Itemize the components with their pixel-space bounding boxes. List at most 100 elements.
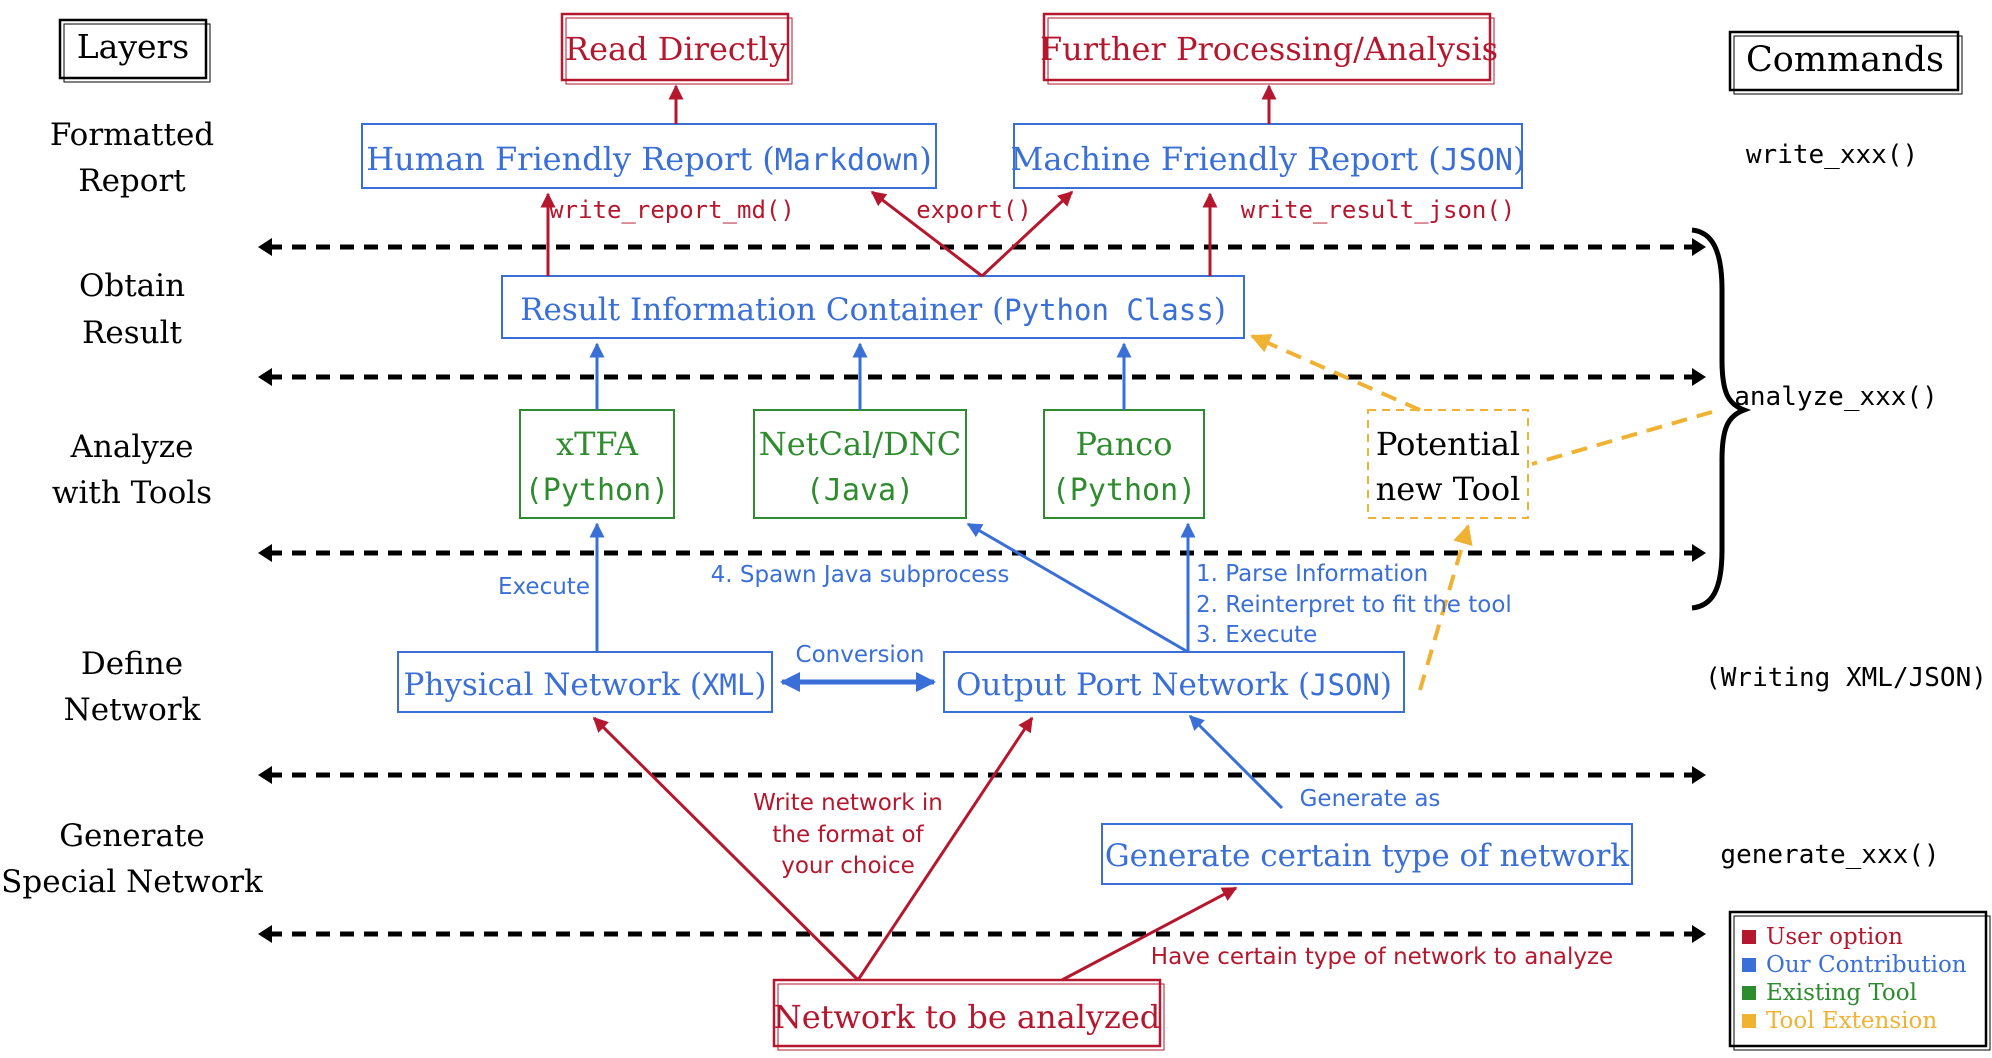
physical-network-format: XML	[702, 668, 754, 702]
further-processing-box: Further Processing/Analysis	[1040, 12, 1498, 85]
panco-lang: (Python)	[1052, 473, 1197, 508]
output-port-network-close: )	[1380, 667, 1392, 703]
machine-report-close: )	[1513, 140, 1525, 178]
physical-network-close: )	[754, 667, 766, 703]
arrow-export-human	[870, 190, 983, 278]
layer-obtain-line2: Result	[82, 315, 182, 351]
layer-analyze-line2: with Tools	[52, 475, 212, 511]
read-directly-box: Read Directly	[560, 12, 793, 85]
output-port-network-label: Output Port Network (	[956, 667, 1310, 703]
read-directly-label: Read Directly	[565, 30, 787, 68]
label-write-report-md: write_report_md()	[549, 196, 795, 224]
output-port-network-format: JSON	[1310, 668, 1380, 702]
label-write-network-2: the format of	[772, 822, 924, 848]
xtfa-lang: (Python)	[525, 473, 670, 508]
physical-network-label: Physical Network (	[404, 667, 702, 703]
network-to-analyze-label: Network to be analyzed	[774, 998, 1161, 1036]
command-analyze: analyze_xxx()	[1734, 382, 1938, 412]
human-report-box: Human Friendly Report (Markdown)	[361, 123, 937, 189]
machine-report-label: Machine Friendly Report (	[1011, 140, 1441, 178]
result-container-box: Result Information Container (Python Cla…	[501, 275, 1245, 339]
layer-define-line1: Define	[81, 646, 183, 682]
label-have-certain: Have certain type of network to analyze	[1151, 944, 1613, 970]
further-processing-label: Further Processing/Analysis	[1040, 30, 1498, 68]
command-writing: (Writing XML/JSON)	[1705, 663, 1987, 693]
svg-text:Machine Friendly Report (JSON): Machine Friendly Report (JSON)	[1011, 140, 1526, 178]
layer-analyze-line1: Analyze	[70, 429, 194, 465]
potential-tool-box: Potential new Tool	[1367, 409, 1529, 519]
result-container-label: Result Information Container (	[520, 292, 1004, 328]
command-generate: generate_xxx()	[1720, 840, 1939, 870]
netcal-lang: (Java)	[806, 473, 914, 508]
label-write-network-1: Write network in	[753, 790, 943, 816]
svg-text:Result Information Container (: Result Information Container (Python Cla…	[520, 292, 1226, 328]
xtfa-box: xTFA (Python)	[519, 409, 675, 519]
separator-endcaps	[258, 238, 1706, 943]
xtfa-name: xTFA	[556, 425, 639, 463]
label-execute-step: 3. Execute	[1196, 622, 1317, 648]
output-port-network-box: Output Port Network (JSON)	[943, 651, 1405, 713]
arrow-write-output-port	[856, 716, 1034, 981]
label-execute: Execute	[498, 574, 590, 600]
commands-header: Commands	[1728, 30, 1963, 95]
label-write-network-3: your choice	[781, 853, 915, 879]
red-arrows	[540, 84, 1277, 982]
machine-report-format: JSON	[1441, 143, 1513, 178]
label-parse-information: 1. Parse Information	[1196, 561, 1428, 587]
generate-network-box: Generate certain type of network	[1101, 823, 1633, 885]
netcal-name: NetCal/DNC	[759, 425, 962, 463]
arrow-potential-to-container	[1250, 334, 1421, 412]
layers-header: Layers	[58, 18, 211, 83]
legend-swatch-existing-tool	[1742, 986, 1756, 1000]
netcal-box: NetCal/DNC (Java)	[753, 409, 967, 519]
label-spawn-java: 4. Spawn Java subprocess	[711, 562, 1010, 588]
commands-header-label: Commands	[1746, 40, 1944, 80]
layer-formatted-line2: Report	[78, 163, 186, 199]
svg-text:Physical Network (XML): Physical Network (XML)	[404, 667, 767, 703]
layer-obtain-line1: Obtain	[79, 268, 185, 304]
label-conversion: Conversion	[796, 642, 925, 668]
command-write: write_xxx()	[1746, 140, 1918, 170]
machine-report-box: Machine Friendly Report (JSON)	[1011, 123, 1526, 189]
label-write-result-json: write_result_json()	[1241, 196, 1516, 224]
blue-arrows	[589, 342, 1284, 810]
legend-our-contribution: Our Contribution	[1766, 952, 1967, 978]
layer-separators	[268, 244, 1696, 937]
arrow-have-certain	[1061, 886, 1238, 982]
human-report-close: )	[919, 140, 931, 178]
arrow-export-machine	[980, 190, 1074, 278]
arrow-output-to-potential	[1418, 524, 1473, 691]
legend-user-option: User option	[1766, 924, 1903, 950]
legend-swatch-tool-extension	[1742, 1014, 1756, 1028]
legend-swatch-our-contribution	[1742, 958, 1756, 972]
legend: User option Our Contribution Existing To…	[1728, 910, 1991, 1051]
label-generate-as: Generate as	[1300, 786, 1441, 812]
physical-network-box: Physical Network (XML)	[397, 651, 773, 713]
layer-define-line2: Network	[64, 692, 201, 728]
network-to-analyze-box: Network to be analyzed	[772, 978, 1165, 1051]
potential-tool-line1: Potential	[1376, 425, 1520, 463]
label-export: export()	[916, 196, 1032, 224]
layer-generate-line2: Special Network	[1, 864, 263, 900]
generate-network-label: Generate certain type of network	[1105, 838, 1629, 874]
arrow-write-physical	[592, 716, 860, 982]
arrow-generate-as	[1188, 714, 1284, 810]
layer-formatted-line1: Formatted	[50, 117, 214, 153]
result-container-close: )	[1214, 292, 1226, 328]
potential-tool-line2: new Tool	[1376, 470, 1521, 508]
label-reinterpret: 2. Reinterpret to fit the tool	[1196, 592, 1512, 618]
panco-name: Panco	[1076, 425, 1173, 463]
legend-tool-extension: Tool Extension	[1766, 1008, 1937, 1034]
human-report-format: Markdown	[775, 143, 920, 178]
human-report-label: Human Friendly Report (	[366, 140, 775, 178]
panco-box: Panco (Python)	[1043, 409, 1205, 519]
arrow-spawn-java	[966, 522, 1189, 654]
legend-existing-tool: Existing Tool	[1766, 980, 1917, 1006]
svg-text:Human Friendly Report (Markdow: Human Friendly Report (Markdown)	[366, 140, 932, 178]
analyze-brace	[1691, 227, 1752, 611]
layers-header-label: Layers	[77, 27, 189, 66]
result-container-class: Python Class	[1004, 293, 1214, 327]
legend-swatch-user-option	[1742, 930, 1756, 944]
